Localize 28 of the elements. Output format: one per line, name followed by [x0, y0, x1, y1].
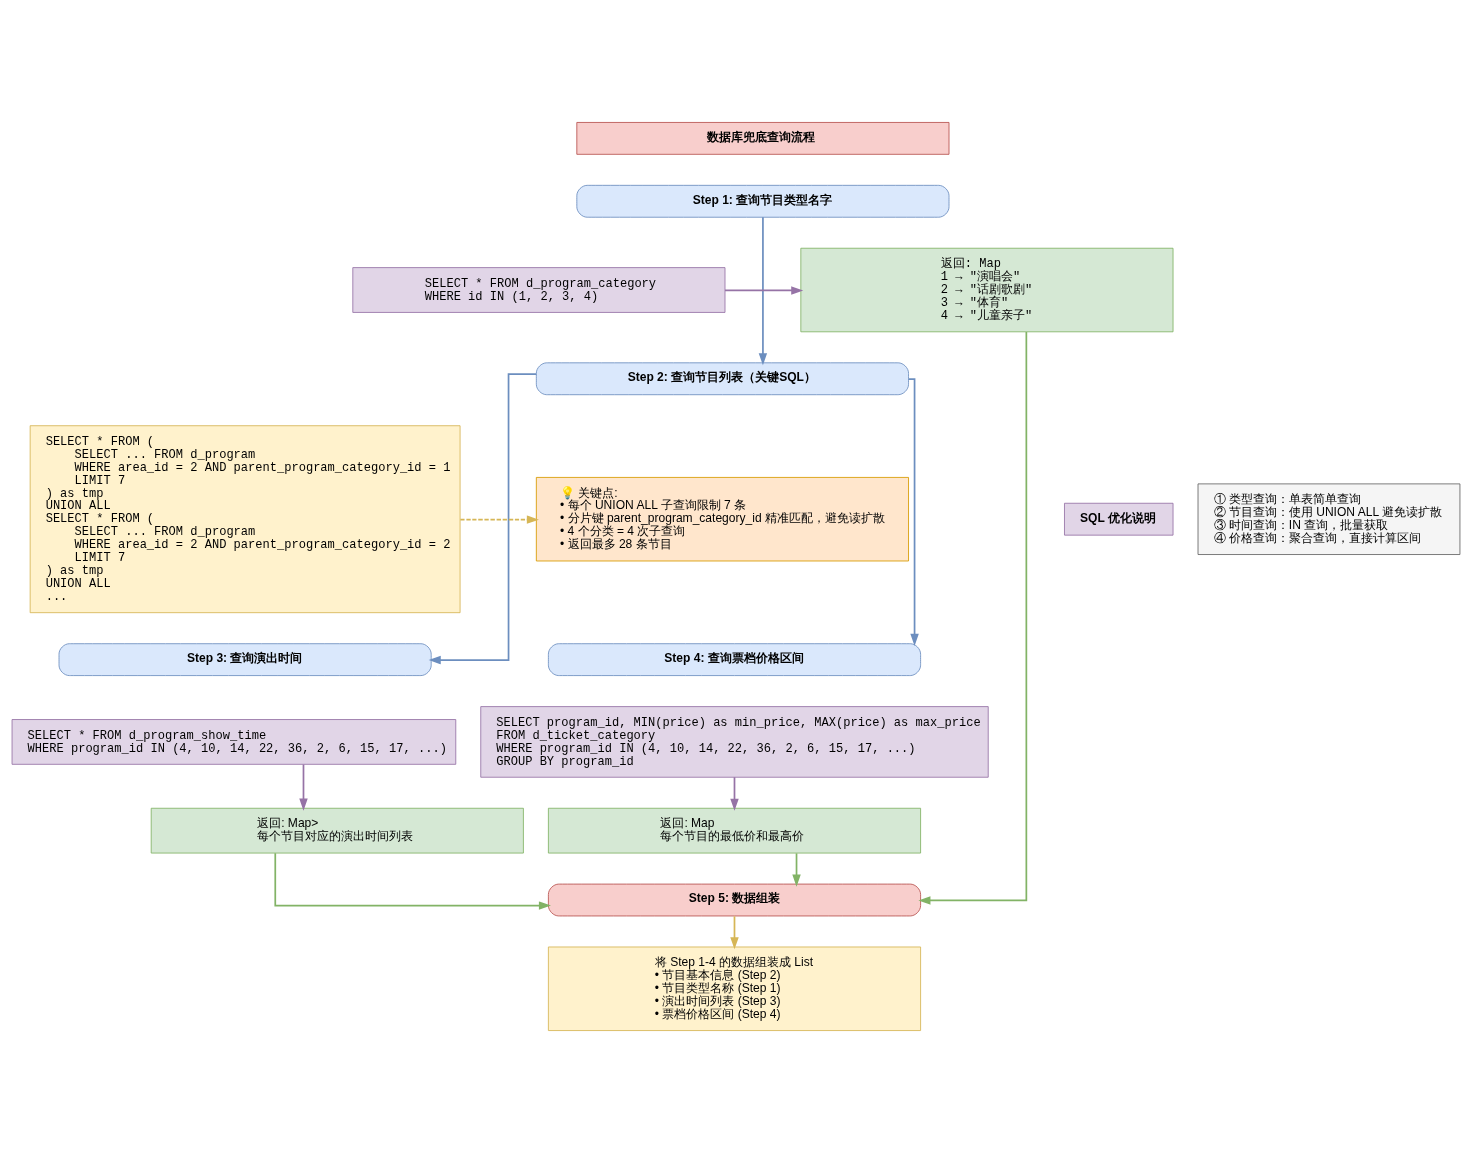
node-box: Step 2: 查询节目列表（关键SQL）: [535, 361, 909, 395]
node-box: SQL 优化说明: [1064, 502, 1174, 536]
node-box: 返回: Map 1 → "演唱会" 2 → "话剧歌剧" 3 → "体育" 4 → "儿童亲子": [800, 247, 1174, 332]
arrow: [918, 330, 1028, 905]
node-box: 💡 关键点: • 每个 UNION ALL 子查询限制 7 条 • 分片键 parent_program_category_id 精准匹配，避免读扩散 • 4 个分类 = 4 次子查询 • 返回最多 28 条节目: [535, 476, 909, 561]
node-box: Step 1: 查询节目类型名字: [576, 184, 950, 218]
node-box: Step 4: 查询票档价格区间: [547, 642, 921, 676]
arrow: [724, 285, 804, 295]
node-box: 返回: Map 每个节目的最低价和最高价: [547, 807, 921, 853]
arrow: [274, 851, 551, 910]
arrow: [792, 852, 801, 887]
arrow: [730, 775, 739, 811]
node-box: SELECT * FROM ( SELECT ... FROM d_program WHERE area_id = 2 AND parent_program_category_id = 1 LIMIT 7 ) as tmp UNION ALL SELECT * FROM ( SELECT ... FROM d_program WHERE area_id = 2 AND parent_program_category_id = 2 LIMIT 7 ) as tmp UNION ALL ...: [29, 424, 461, 613]
node-box: Step 3: 查询演出时间: [58, 642, 432, 676]
arrow: [907, 377, 919, 646]
node-box: 数据库兜底查询流程: [576, 121, 950, 155]
arrow: [299, 763, 308, 811]
arrow: [758, 216, 768, 365]
node-box: Step 5: 数据组装: [547, 883, 921, 916]
node-box: SELECT * FROM d_program_category WHERE id IN (1, 2, 3, 4): [352, 266, 726, 313]
node-box: SELECT * FROM d_program_show_time WHERE program_id IN (4, 10, 14, 22, 36, 2, 6, 15, 17, ...): [11, 718, 457, 765]
node-box: 返回: Map> 每个节目对应的演出时间列表: [150, 807, 524, 853]
arrow: [730, 914, 739, 949]
arrow: [428, 372, 538, 664]
node-box: SELECT program_id, MIN(price) as min_price, MAX(price) as max_price FROM d_ticket_category WHERE program_id IN (4, 10, 14, 22, 36, 2, 6, 15, 17, ...) GROUP BY program_id: [480, 705, 989, 778]
node-box: 将 Step 1-4 的数据组装成 List • 节目基本信息 (Step 2) • 节目类型名称 (Step 1) • 演出时间列表 (Step 3) • 票档价格区间 (Step 4): [547, 946, 921, 1031]
node-box: ① 类型查询：单表简单查询 ② 节目查询：使用 UNION ALL 避免读扩散 ③ 时间查询：IN 查询，批量获取 ④ 价格查询：聚合查询，直接计算区间: [1197, 482, 1461, 555]
arrow: [459, 514, 539, 524]
